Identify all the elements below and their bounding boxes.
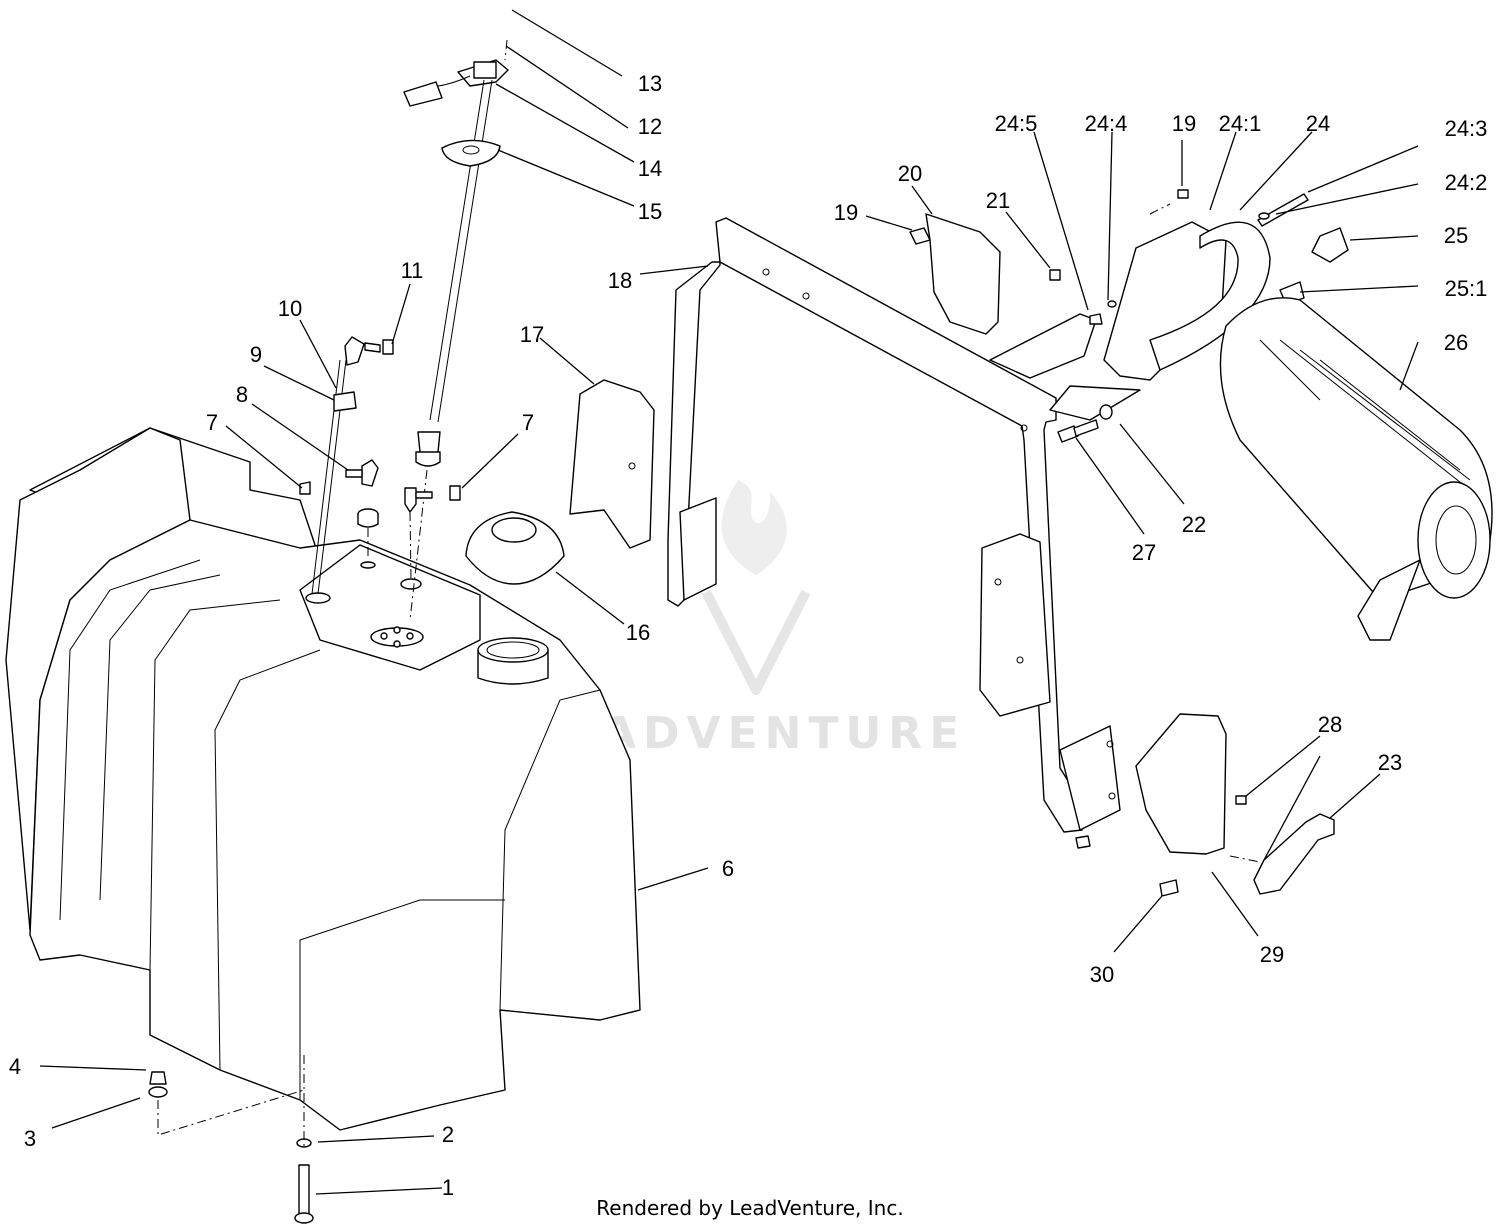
callout-19-right: 19 bbox=[1172, 111, 1196, 136]
callout-24-5: 24:5 bbox=[995, 111, 1038, 136]
callout-10: 10 bbox=[278, 296, 302, 321]
callout-9: 9 bbox=[250, 342, 262, 367]
callout-17: 17 bbox=[520, 322, 544, 347]
callout-24-4: 24:4 bbox=[1085, 111, 1128, 136]
callout-16: 16 bbox=[626, 620, 650, 645]
fuel-tank bbox=[5, 427, 641, 1131]
callout-4: 4 bbox=[9, 1054, 21, 1079]
callout-25-1: 25:1 bbox=[1445, 276, 1488, 301]
callout-12: 12 bbox=[638, 114, 662, 139]
callout-21: 21 bbox=[986, 188, 1010, 213]
callout-19-left: 19 bbox=[834, 200, 858, 225]
callout-29: 29 bbox=[1260, 942, 1284, 967]
fuel-sender bbox=[403, 39, 509, 621]
tank-mount-hardware bbox=[148, 1055, 314, 1224]
callout-24-3: 24:3 bbox=[1445, 116, 1488, 141]
callout-20: 20 bbox=[898, 161, 922, 186]
vent-fittings bbox=[299, 336, 461, 595]
callout-24-2: 24:2 bbox=[1445, 170, 1488, 195]
callout-7-left: 7 bbox=[206, 410, 218, 435]
fuel-cap bbox=[465, 511, 565, 585]
leader-lines bbox=[39, 9, 1419, 1195]
watermark-logo bbox=[701, 480, 811, 695]
callout-22: 22 bbox=[1182, 512, 1206, 537]
footer-credit: Rendered by LeadVenture, Inc. bbox=[596, 1196, 903, 1220]
callout-15: 15 bbox=[638, 199, 662, 224]
callout-18: 18 bbox=[608, 268, 632, 293]
callout-26: 26 bbox=[1444, 330, 1468, 355]
callout-7-right: 7 bbox=[522, 410, 534, 435]
callout-1: 1 bbox=[442, 1175, 454, 1200]
callout-14: 14 bbox=[638, 156, 662, 181]
callout-2: 2 bbox=[442, 1122, 454, 1147]
callout-25: 25 bbox=[1444, 223, 1468, 248]
callout-6: 6 bbox=[722, 856, 734, 881]
callout-labels: 1 2 3 4 6 7 7 8 9 10 11 12 13 14 15 16 1… bbox=[9, 71, 1488, 1200]
callout-28: 28 bbox=[1318, 712, 1342, 737]
callout-24: 24 bbox=[1306, 111, 1330, 136]
callout-24-1: 24:1 bbox=[1219, 111, 1262, 136]
callout-11: 11 bbox=[401, 258, 424, 283]
air-cleaner-bracket bbox=[909, 213, 1141, 421]
callout-13: 13 bbox=[638, 71, 662, 96]
callout-23: 23 bbox=[1378, 750, 1402, 775]
air-cleaner bbox=[1089, 189, 1493, 641]
callout-3: 3 bbox=[24, 1126, 36, 1151]
callout-27: 27 bbox=[1132, 540, 1156, 565]
callout-30: 30 bbox=[1090, 962, 1114, 987]
bolt-and-washer bbox=[1057, 404, 1113, 443]
latch-hardware bbox=[1075, 795, 1335, 897]
callout-8: 8 bbox=[236, 382, 248, 407]
